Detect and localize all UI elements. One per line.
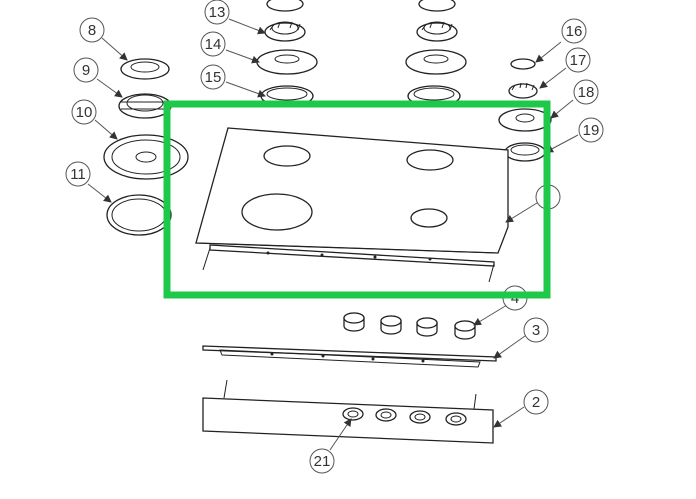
- burner-stack-left: [256, 0, 318, 107]
- burner-stack-right: [405, 0, 467, 107]
- callout-bubbles: 8 9 10 11 13 14 15 16 17 18 19 4 3 2 21: [65, 0, 604, 474]
- svg-text:17: 17: [570, 52, 587, 69]
- svg-text:9: 9: [82, 62, 90, 79]
- callout-11: 11: [65, 161, 91, 187]
- svg-text:15: 15: [205, 69, 222, 86]
- callout-17: 17: [565, 47, 591, 73]
- callout-15: 15: [200, 64, 226, 90]
- cooktop-glass-panel: [195, 127, 509, 283]
- burner-stack-small: [498, 58, 552, 162]
- svg-text:18: 18: [578, 84, 595, 101]
- highlight-box: [163, 100, 551, 299]
- svg-text:11: 11: [70, 166, 86, 183]
- control-rail: [202, 345, 497, 368]
- callout-8: 8: [79, 17, 105, 43]
- svg-text:14: 14: [205, 36, 222, 53]
- control-panel: [202, 379, 494, 444]
- svg-text:10: 10: [76, 104, 93, 121]
- callout-19: 19: [578, 117, 604, 143]
- leader-lines: [87, 18, 579, 451]
- control-knobs: [343, 312, 476, 340]
- svg-text:19: 19: [583, 122, 600, 139]
- callout-3: 3: [523, 317, 549, 343]
- callout-2: 2: [523, 389, 549, 415]
- callout-14: 14: [200, 31, 226, 57]
- svg-text:16: 16: [566, 23, 583, 40]
- callout-18: 18: [573, 79, 599, 105]
- svg-text:21: 21: [314, 453, 331, 470]
- callout-9: 9: [73, 57, 99, 83]
- svg-text:3: 3: [532, 322, 540, 339]
- callout-21: 21: [309, 448, 335, 474]
- callout-16: 16: [561, 18, 587, 44]
- svg-text:13: 13: [209, 4, 226, 21]
- svg-text:2: 2: [532, 394, 540, 411]
- svg-text:8: 8: [88, 22, 96, 39]
- callout-10: 10: [71, 99, 97, 125]
- burner-stack-large: [103, 58, 189, 236]
- callout-13: 13: [204, 0, 230, 25]
